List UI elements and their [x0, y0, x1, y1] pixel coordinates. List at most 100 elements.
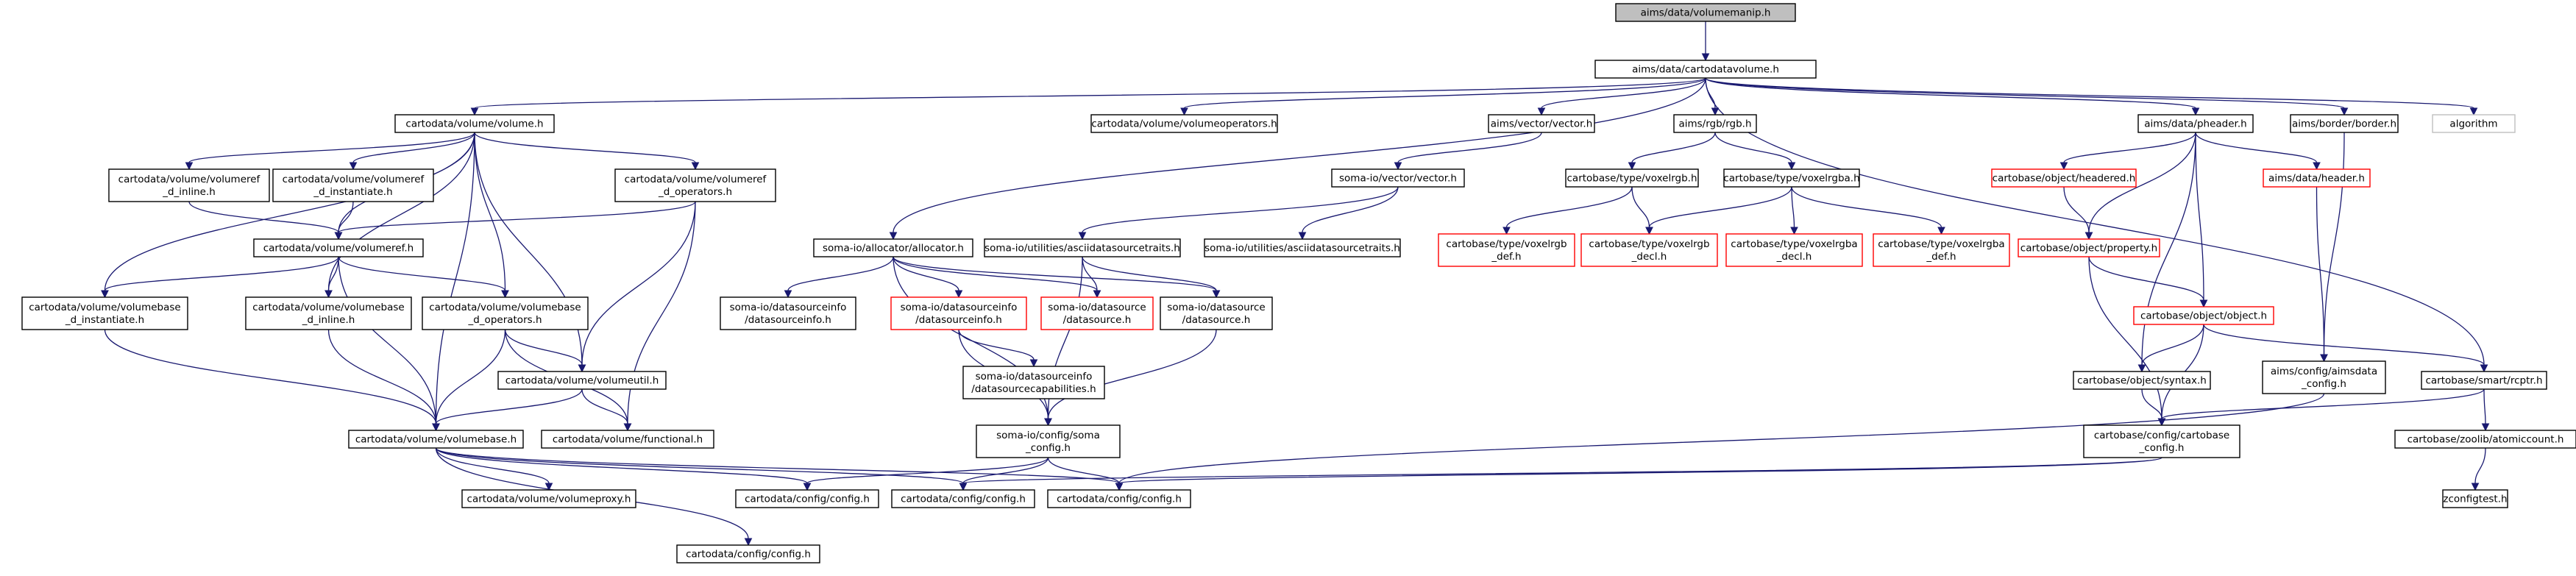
node-vref_inst[interactable]: cartodata/volume/volumeref_d_instantiate… [272, 168, 434, 202]
node-label: cartobase/type/voxelrgb [1589, 238, 1709, 250]
dependency-edge-rcptr-to-cartobaseconfig [2157, 388, 2485, 427]
dependency-edge-cartodatavolume-to-volumeoperators [1180, 77, 1706, 116]
node-volumeoperators[interactable]: cartodata/volume/volumeoperators.h [1090, 114, 1278, 133]
node-volumeref[interactable]: cartodata/volume/volumeref.h [253, 238, 424, 257]
node-zconfigtest[interactable]: zconfigtest.h [2442, 489, 2508, 508]
node-datasource[interactable]: soma-io/datasource/datasource.h [1160, 296, 1273, 330]
node-allocator[interactable]: soma-io/allocator/allocator.h [813, 238, 973, 257]
node-label: _d_operators.h [658, 186, 732, 198]
edge-line [474, 132, 506, 291]
arrowhead [1044, 418, 1052, 427]
node-somavector[interactable]: soma-io/vector/vector.h [1331, 168, 1465, 188]
node-label: cartodata/volume/volumebase [29, 302, 181, 313]
node-volume[interactable]: cartodata/volume/volume.h [394, 114, 555, 133]
arrowhead [1502, 227, 1511, 235]
node-object[interactable]: cartobase/object/object.h [2133, 306, 2274, 325]
node-asciitraits_tcc[interactable]: soma-io/utilities/asciidatasourcetraits.… [1204, 238, 1401, 257]
node-border[interactable]: aims/border/border.h [2290, 114, 2399, 133]
edge-line [435, 447, 550, 484]
edge-line [338, 256, 437, 424]
node-box [394, 114, 555, 133]
node-volumebase[interactable]: cartodata/volume/volumebase.h [348, 430, 524, 449]
node-label: algorithm [2449, 118, 2497, 130]
node-datasource_red[interactable]: soma-io/datasource/datasource.h [1040, 296, 1154, 330]
node-cartobaseconfig[interactable]: cartobase/config/cartobase_config.h [2083, 424, 2240, 458]
arrowhead [101, 290, 109, 299]
node-box [1725, 233, 1863, 267]
node-aimsvector[interactable]: aims/vector/vector.h [1488, 114, 1595, 133]
node-headered[interactable]: cartobase/object/headered.h [1991, 168, 2137, 188]
node-label: cartodata/volume/functional.h [553, 434, 703, 446]
node-box [890, 296, 1027, 330]
node-asciitraits[interactable]: soma-io/utilities/asciidatasourcetraits.… [984, 238, 1181, 257]
node-aimsdataconfig[interactable]: aims/config/aimsdata_config.h [2262, 360, 2386, 394]
node-box [2133, 306, 2274, 325]
node-dsinfo[interactable]: soma-io/datasourceinfo/datasourceinfo.h [720, 296, 856, 330]
node-config4[interactable]: cartodata/config/config.h [676, 544, 820, 563]
node-functional[interactable]: cartodata/volume/functional.h [541, 430, 714, 449]
node-box [541, 430, 714, 449]
node-box [1673, 114, 1757, 133]
node-vbase_inst[interactable]: cartodata/volume/volumebase_d_instantiat… [21, 296, 188, 330]
node-algorithm[interactable]: algorithm [2432, 114, 2516, 133]
node-label: _d_inline.h [162, 186, 216, 198]
dependency-edge-rgb-to-voxelrgb [1628, 132, 1716, 171]
node-rcptr[interactable]: cartobase/smart/rcptr.h [2421, 371, 2547, 390]
edge-line [1705, 77, 2345, 109]
dependency-edge-cartodatavolume-to-aimsvector [1537, 77, 1706, 116]
node-somaconfig[interactable]: soma-io/config/soma_config.h [976, 424, 1121, 458]
node-label: _config.h [2139, 442, 2185, 454]
dependency-edge-volumebase-to-volumeproxy [435, 447, 553, 491]
node-vref_inline[interactable]: cartodata/volume/volumeref_d_inline.h [108, 168, 270, 202]
arrowhead [349, 162, 358, 171]
node-header[interactable]: aims/data/header.h [2263, 168, 2371, 188]
node-volumeproxy[interactable]: cartodata/volume/volumeproxy.h [461, 489, 636, 508]
edge-line [2063, 132, 2196, 163]
node-voxelrgb[interactable]: cartobase/type/voxelrgb.h [1565, 168, 1699, 188]
dependency-edge-volume-to-vref_inline [185, 132, 475, 171]
node-root[interactable]: aims/data/volumemanip.h [1615, 3, 1796, 22]
node-voxelrgb_decl[interactable]: cartobase/type/voxelrgb_decl.h [1580, 233, 1718, 267]
edge-line [2088, 132, 2196, 233]
node-vref_ops[interactable]: cartodata/volume/volumeref_d_operators.h [614, 168, 776, 202]
arrowhead [784, 290, 792, 299]
node-property[interactable]: cartobase/object/property.h [2018, 238, 2160, 257]
arrowhead [2469, 107, 2478, 116]
arrowhead [334, 232, 343, 241]
node-box [1873, 233, 2010, 267]
node-dscap[interactable]: soma-io/datasourceinfo/datasourcecapabil… [962, 366, 1105, 399]
node-atomiccount[interactable]: cartobase/zoolib/atomiccount.h [2394, 430, 2576, 449]
edge-line [1648, 186, 1792, 228]
arrowhead [2191, 107, 2200, 116]
node-label: aims/data/pheader.h [2144, 118, 2246, 130]
node-rgb[interactable]: aims/rgb/rgb.h [1673, 114, 1757, 133]
node-vbase_ops[interactable]: cartodata/volume/volumebase_d_operators.… [422, 296, 589, 330]
node-dsinfo_red[interactable]: soma-io/datasourceinfo/datasourceinfo.h [890, 296, 1027, 330]
node-config2[interactable]: cartodata/config/config.h [891, 489, 1035, 508]
node-label: soma-io/datasourceinfo [976, 371, 1093, 383]
dependency-edge-somavector-to-asciitraits_tcc [1298, 186, 1399, 241]
dependency-edge-border-to-aimsdataconfig [2320, 132, 2345, 363]
node-voxelrgba[interactable]: cartobase/type/voxelrgba.h [1723, 168, 1860, 188]
node-voxelrgb_def[interactable]: cartobase/type/voxelrgb_def.h [1438, 233, 1575, 267]
node-vbase_inline[interactable]: cartodata/volume/volumebase_d_inline.h [245, 296, 412, 330]
arrowhead [1394, 162, 1402, 171]
node-label: soma-io/datasource [1048, 302, 1146, 313]
node-box [1580, 233, 1718, 267]
node-config1[interactable]: cartodata/config/config.h [735, 489, 879, 508]
node-voxelrgba_decl[interactable]: cartobase/type/voxelrgba_decl.h [1725, 233, 1863, 267]
node-box [272, 168, 434, 202]
node-label: _d_instantiate.h [65, 314, 144, 326]
edge-line [1631, 132, 1716, 163]
node-voxelrgba_def[interactable]: cartobase/type/voxelrgba_def.h [1873, 233, 2010, 267]
dependency-edge-aimsvector-to-somavector [1394, 132, 1542, 171]
node-label: cartodata/volume/volumeref [118, 174, 261, 185]
node-config3[interactable]: cartodata/config/config.h [1047, 489, 1191, 508]
dependency-edge-headered-to-property [2063, 186, 2093, 241]
node-pheader[interactable]: aims/data/pheader.h [2137, 114, 2254, 133]
node-cartodatavolume[interactable]: aims/data/cartodatavolume.h [1594, 60, 1817, 79]
node-label: soma-io/datasourceinfo [901, 302, 1018, 313]
node-syntax[interactable]: cartobase/object/syntax.h [2073, 371, 2211, 390]
edge-line [2161, 388, 2485, 419]
node-volumeutil[interactable]: cartodata/volume/volumeutil.h [497, 371, 667, 390]
